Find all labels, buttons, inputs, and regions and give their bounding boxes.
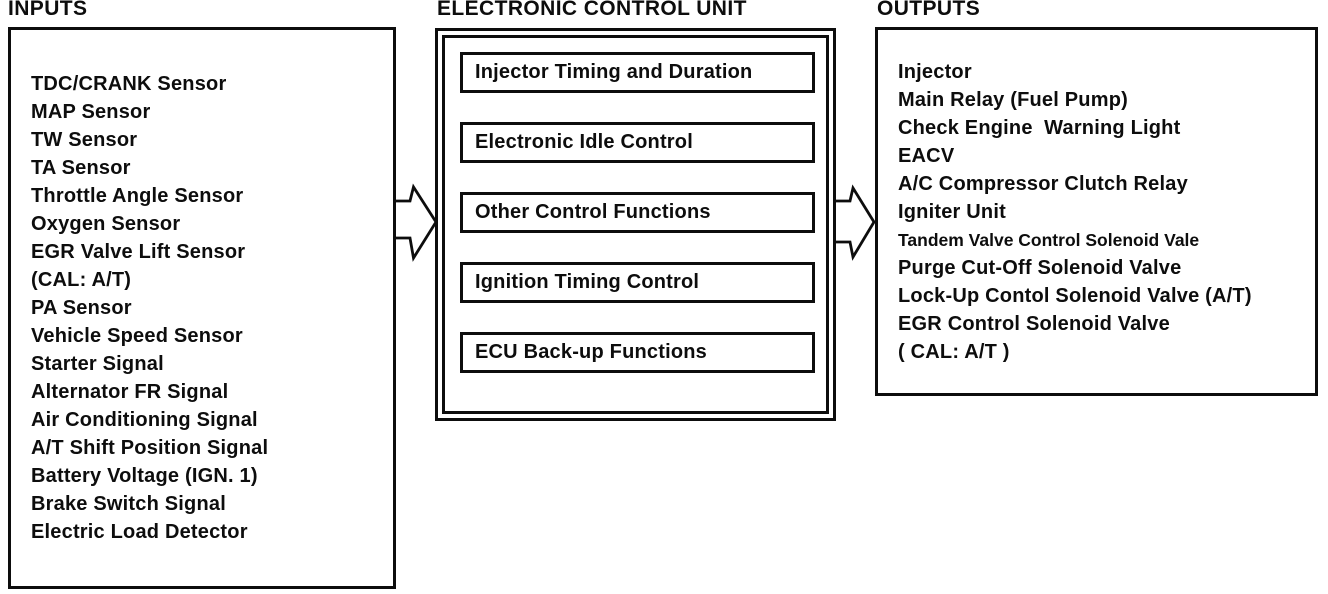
ecu-function-box: ECU Back-up Functions xyxy=(460,332,815,373)
output-item: Main Relay (Fuel Pump) xyxy=(898,89,1128,111)
input-item: Alternator FR Signal xyxy=(31,381,229,403)
ecu-to-outputs-arrow-icon xyxy=(834,184,876,261)
input-item: MAP Sensor xyxy=(31,101,151,123)
ecu-title: ELECTRONIC CONTROL UNIT xyxy=(437,0,747,20)
input-item: EGR Valve Lift Sensor xyxy=(31,241,246,263)
ecu-function-box: Injector Timing and Duration xyxy=(460,52,815,93)
input-item: TA Sensor xyxy=(31,157,131,179)
input-item: Throttle Angle Sensor xyxy=(31,185,244,207)
input-item: Starter Signal xyxy=(31,353,164,375)
input-item: Electric Load Detector xyxy=(31,521,248,543)
input-item: Brake Switch Signal xyxy=(31,493,226,515)
input-item: TDC/CRANK Sensor xyxy=(31,73,227,95)
output-item: Purge Cut-Off Solenoid Valve xyxy=(898,257,1182,279)
inputs-to-ecu-arrow-icon xyxy=(393,183,438,262)
output-item: A/C Compressor Clutch Relay xyxy=(898,173,1188,195)
input-item: TW Sensor xyxy=(31,129,138,151)
input-item: Oxygen Sensor xyxy=(31,213,181,235)
output-item: Tandem Valve Control Solenoid Vale xyxy=(898,230,1200,250)
output-item: Lock-Up Contol Solenoid Valve (A/T) xyxy=(898,285,1252,307)
input-item: Vehicle Speed Sensor xyxy=(31,325,243,347)
output-item: Check Engine Warning Light xyxy=(898,117,1181,139)
output-item: ( CAL: A/T ) xyxy=(898,341,1010,363)
outputs-title: OUTPUTS xyxy=(877,0,981,20)
input-item: Air Conditioning Signal xyxy=(31,409,258,431)
ecu-function-box: Ignition Timing Control xyxy=(460,262,815,303)
input-item: PA Sensor xyxy=(31,297,132,319)
output-item: Igniter Unit xyxy=(898,201,1006,223)
output-item: EACV xyxy=(898,145,955,167)
ecu-function-box: Electronic Idle Control xyxy=(460,122,815,163)
input-item: (CAL: A/T) xyxy=(31,269,132,291)
input-item: A/T Shift Position Signal xyxy=(31,437,269,459)
ecu-function-box: Other Control Functions xyxy=(460,192,815,233)
output-item: Injector xyxy=(898,61,972,83)
input-item: Battery Voltage (IGN. 1) xyxy=(31,465,258,487)
inputs-title: INPUTS xyxy=(8,0,88,20)
output-item: EGR Control Solenoid Valve xyxy=(898,313,1170,335)
